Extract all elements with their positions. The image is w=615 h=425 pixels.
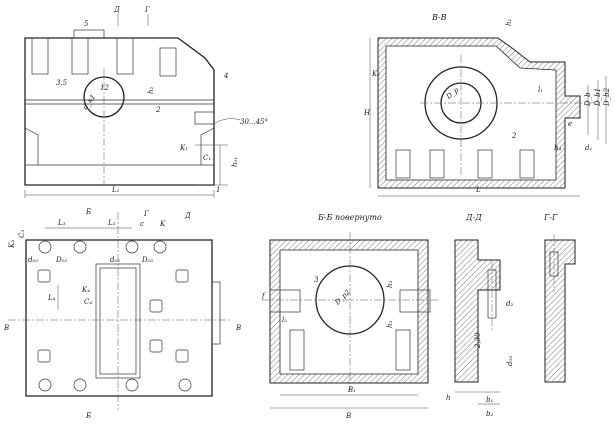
dim-k2: K₂ (371, 70, 380, 78)
front-view: 5 Д Г 3,5 d_к1 12 4 h₂ 2 30...45° K₁ C₁ … (24, 6, 268, 198)
section-gg-title: Г-Г (543, 213, 558, 222)
section-v-right: В (235, 324, 241, 332)
section-d-marker: Д (113, 6, 120, 14)
dim-h01: h₀₁ (231, 157, 239, 167)
dim-db1: D_b1 (594, 88, 602, 107)
plan-view: Б Б В В Г Д L₃ L₂ K₃ C₃ d₀₃ D₀₂ d₀₂ D₀₂ … (3, 208, 241, 420)
callout-1: 1 (216, 186, 220, 194)
dim-db: D_b (584, 92, 592, 107)
section-vv: В-В K₂ H D_p l₁ D_b D_b1 D_b2 h₁ d₁ 2 e … (363, 13, 611, 197)
dim-d02-b: d₀₂ (110, 256, 120, 264)
section-b-bottom: Б (85, 412, 91, 420)
dim-l1: l₁ (538, 86, 543, 94)
dim-d03: d₀₃ (28, 256, 38, 264)
dim-k: K (159, 220, 166, 228)
dim-d03: d₀₃ (506, 356, 514, 366)
dim-b1: b₁ (486, 396, 493, 404)
section-dd-title: Д-Д (465, 213, 482, 222)
dim-d2: d₂ (506, 300, 513, 308)
dim-b1: B₁ (347, 386, 356, 394)
dim-f: f (261, 292, 266, 300)
dim-c1: C₁ (203, 154, 211, 162)
section-bb-title: Б-Б повернуто (317, 213, 382, 222)
dim-h5: h₅ (386, 320, 394, 328)
dim-l: L (475, 186, 481, 194)
section-bb: Б-Б повернуто 3 D_p2 f l₂ h₃ h₅ B₁ B (261, 213, 438, 420)
dim-h3: h₃ (386, 280, 394, 288)
section-vv-title: В-В (431, 13, 447, 22)
section-gg: Г-Г (543, 213, 576, 383)
section-g-marker: Г (144, 6, 150, 14)
dim-l4: L₄ (47, 294, 56, 302)
dim-b2: b₂ (486, 410, 493, 418)
callout-5: 5 (84, 20, 89, 28)
dim-e: e (568, 120, 572, 128)
dim-h2: h₂ (147, 86, 155, 94)
dim-h4: h₄ (554, 144, 562, 152)
section-g: Г (143, 210, 149, 218)
dim-c3: C₃ (18, 230, 26, 238)
dim-k1: K₁ (179, 144, 188, 152)
dim-l2: L₂ (107, 219, 116, 227)
dim-db2: D_b2 (603, 87, 611, 107)
callout-3: 3 (314, 276, 319, 284)
dim-b: B (345, 412, 351, 420)
section-v-left: В (3, 324, 9, 332)
dim-2-30: 2,30 (474, 332, 482, 349)
dim-h: H (363, 109, 371, 117)
dim-d02-c: D₀₂ (141, 256, 153, 264)
dim-angle: 30...45° (240, 118, 268, 126)
dim-d02-a: D₀₂ (55, 256, 67, 264)
dim-k4: K₄ (81, 286, 90, 294)
dim-c4: C₄ (84, 298, 92, 306)
dim-h1: h₁ (505, 18, 513, 26)
dim-d1: d₁ (585, 144, 592, 152)
section-dd: Д-Д d₂ 2,30 d₀₃ b₁ h b₂ (446, 213, 514, 418)
callout-2: 2 (155, 106, 161, 114)
dim-3-5: 3,5 (56, 79, 68, 87)
dim-12: 12 (100, 84, 109, 92)
callout-4: 4 (223, 72, 228, 80)
dim-l3: L₃ (57, 219, 66, 227)
section-d: Д (184, 212, 191, 220)
dim-k3: K₃ (8, 240, 16, 249)
dim-c: c (140, 220, 144, 228)
dim-h: h (446, 394, 451, 402)
callout-2: 2 (511, 132, 517, 140)
dim-l1: L₁ (111, 186, 120, 194)
dim-l2: l₂ (282, 316, 287, 324)
section-b-top: Б (85, 208, 91, 216)
